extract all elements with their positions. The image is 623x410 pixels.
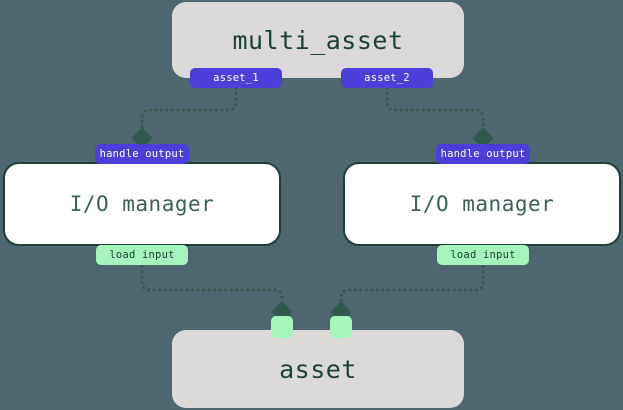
input-handle-handle-output-left-label: handle output — [99, 148, 185, 160]
edge-asset2-to-io-right — [385, 86, 494, 149]
output-handle-asset-1[interactable]: asset_1 — [190, 68, 282, 88]
node-io-manager-left[interactable]: I/O manager — [3, 162, 281, 246]
output-handle-load-input-right-label: load input — [450, 249, 516, 261]
output-handle-load-input-left[interactable]: load input — [96, 245, 188, 265]
input-handle-asset-1[interactable] — [271, 316, 293, 338]
input-handle-handle-output-right-label: handle output — [440, 148, 526, 160]
output-handle-asset-1-label: asset_1 — [213, 72, 259, 84]
input-handle-asset-2[interactable] — [330, 316, 352, 338]
output-handle-asset-2[interactable]: asset_2 — [341, 68, 433, 88]
node-asset[interactable]: asset — [172, 330, 464, 408]
output-handle-load-input-right[interactable]: load input — [437, 245, 529, 265]
node-asset-title: asset — [279, 354, 357, 384]
edge-io-left-to-asset — [140, 264, 293, 323]
node-multi-asset-title: multi_asset — [232, 25, 404, 55]
input-handle-handle-output-right[interactable]: handle output — [436, 144, 530, 164]
node-io-manager-left-title: I/O manager — [69, 192, 215, 216]
edge-io-right-to-asset — [330, 264, 485, 323]
output-handle-load-input-left-label: load input — [109, 249, 175, 261]
edge-asset1-to-io-left — [131, 86, 238, 149]
output-handle-asset-2-label: asset_2 — [364, 72, 410, 84]
node-io-manager-right[interactable]: I/O manager — [343, 162, 621, 246]
node-io-manager-right-title: I/O manager — [409, 192, 555, 216]
node-multi-asset[interactable]: multi_asset — [172, 2, 464, 78]
input-handle-handle-output-left[interactable]: handle output — [95, 144, 189, 164]
